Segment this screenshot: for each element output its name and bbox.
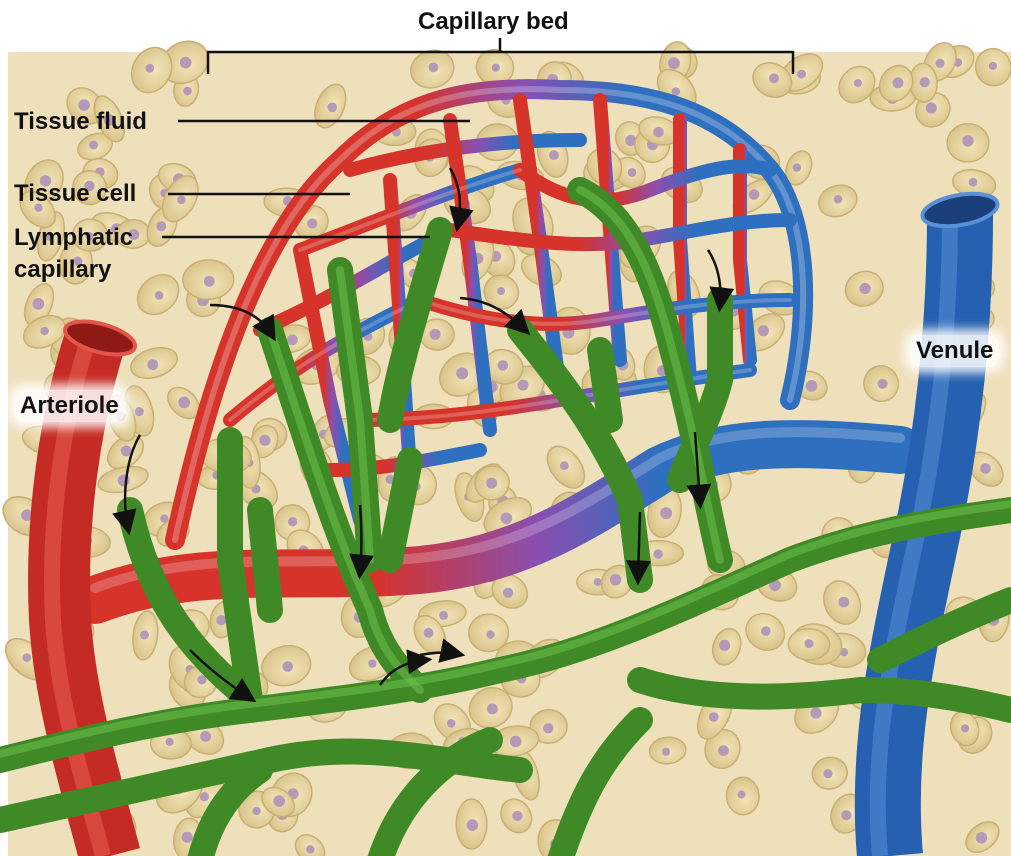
- cell-nucleus: [878, 379, 888, 389]
- cell-nucleus: [89, 141, 98, 150]
- cell-nucleus: [487, 703, 498, 714]
- cell-nucleus: [628, 168, 637, 177]
- cell-nucleus: [839, 597, 850, 608]
- cell-nucleus: [989, 62, 997, 70]
- cell-nucleus: [969, 178, 978, 187]
- cell-nucleus: [368, 659, 376, 667]
- cell-nucleus: [177, 196, 186, 205]
- cell-nucleus: [498, 360, 509, 371]
- cell-nucleus: [200, 731, 211, 742]
- cell-nucleus: [155, 291, 164, 300]
- cell-nucleus: [668, 57, 680, 69]
- cell-nucleus: [182, 832, 193, 843]
- cell-nucleus: [805, 639, 814, 648]
- cell-nucleus: [594, 578, 602, 586]
- cell-nucleus: [200, 792, 209, 801]
- cell-nucleus: [23, 653, 32, 662]
- tissue-cell-label: Tissue cell: [14, 180, 136, 208]
- cell-nucleus: [259, 435, 270, 446]
- cell-nucleus: [549, 150, 559, 160]
- cell-nucleus: [653, 127, 664, 138]
- cell-nucleus: [841, 810, 851, 820]
- tissue-fluid-label: Tissue fluid: [14, 108, 147, 136]
- cell-nucleus: [797, 70, 806, 79]
- cell-nucleus: [793, 163, 801, 171]
- cell-nucleus: [118, 475, 130, 487]
- cell-nucleus: [282, 661, 293, 672]
- cell-nucleus: [518, 380, 529, 391]
- cell-nucleus: [719, 640, 730, 651]
- cell-nucleus: [467, 819, 479, 831]
- cell-nucleus: [806, 380, 818, 392]
- cell-nucleus: [424, 628, 434, 638]
- cell-nucleus: [145, 64, 154, 73]
- cell-nucleus: [288, 517, 297, 526]
- lymphatic-capillary-label-line2: capillary: [14, 256, 111, 284]
- cell-nucleus: [486, 630, 494, 638]
- cell-nucleus: [273, 795, 285, 807]
- arteriole-label: Arteriole: [14, 390, 125, 422]
- cell-nucleus: [327, 103, 337, 113]
- cell-nucleus: [854, 79, 862, 87]
- cell-nucleus: [178, 397, 190, 409]
- cell-nucleus: [510, 736, 522, 748]
- cell-nucleus: [749, 189, 760, 200]
- cell-nucleus: [560, 461, 569, 470]
- cell-nucleus: [834, 195, 843, 204]
- venule-label: Venule: [910, 335, 999, 367]
- cell-nucleus: [439, 611, 448, 620]
- cell-nucleus: [980, 463, 991, 474]
- cell-nucleus: [758, 325, 769, 336]
- capillary-bed-title: Capillary bed: [418, 8, 569, 36]
- cell-nucleus: [306, 845, 314, 853]
- cell-nucleus: [962, 135, 973, 146]
- cell-nucleus: [660, 507, 672, 519]
- cell-nucleus: [140, 630, 149, 639]
- cell-nucleus: [486, 478, 497, 489]
- cell-nucleus: [33, 298, 45, 310]
- cell-nucleus: [497, 287, 505, 295]
- cell-nucleus: [892, 77, 903, 88]
- cell-nucleus: [287, 334, 298, 345]
- cell-nucleus: [430, 329, 441, 340]
- cell-nucleus: [926, 102, 937, 113]
- cell-nucleus: [823, 769, 832, 778]
- cell-nucleus: [662, 748, 670, 756]
- lymphatic-capillary-label-line1: Lymphatic: [14, 224, 133, 252]
- cell-nucleus: [543, 723, 553, 733]
- cell-nucleus: [718, 745, 729, 756]
- cell-nucleus: [610, 574, 622, 586]
- cell-nucleus: [429, 63, 439, 73]
- cell-nucleus: [183, 87, 192, 96]
- cell-nucleus: [135, 407, 144, 416]
- cell-nucleus: [961, 724, 969, 732]
- cell-nucleus: [456, 367, 468, 379]
- cell-nucleus: [156, 221, 166, 231]
- cell-nucleus: [166, 738, 174, 746]
- cell-nucleus: [503, 588, 513, 598]
- cell-nucleus: [512, 811, 522, 821]
- cell-nucleus: [252, 807, 260, 815]
- cell-nucleus: [307, 218, 317, 228]
- cell-nucleus: [492, 64, 500, 72]
- cell-nucleus: [769, 73, 779, 83]
- cell-nucleus: [761, 626, 771, 636]
- cell-nucleus: [147, 359, 158, 370]
- cell-nucleus: [40, 327, 49, 336]
- cell-nucleus: [810, 708, 821, 719]
- cell-nucleus: [860, 283, 871, 294]
- cell-nucleus: [204, 276, 215, 287]
- cell-nucleus: [672, 87, 681, 96]
- cell-nucleus: [180, 57, 192, 69]
- cell-nucleus: [653, 549, 662, 558]
- cell-nucleus: [709, 712, 719, 722]
- cell-nucleus: [501, 512, 513, 524]
- cell-nucleus: [936, 59, 945, 68]
- cell-nucleus: [976, 832, 988, 844]
- cell-nucleus: [447, 719, 456, 728]
- cell-nucleus: [738, 791, 746, 799]
- cell-nucleus: [920, 77, 930, 87]
